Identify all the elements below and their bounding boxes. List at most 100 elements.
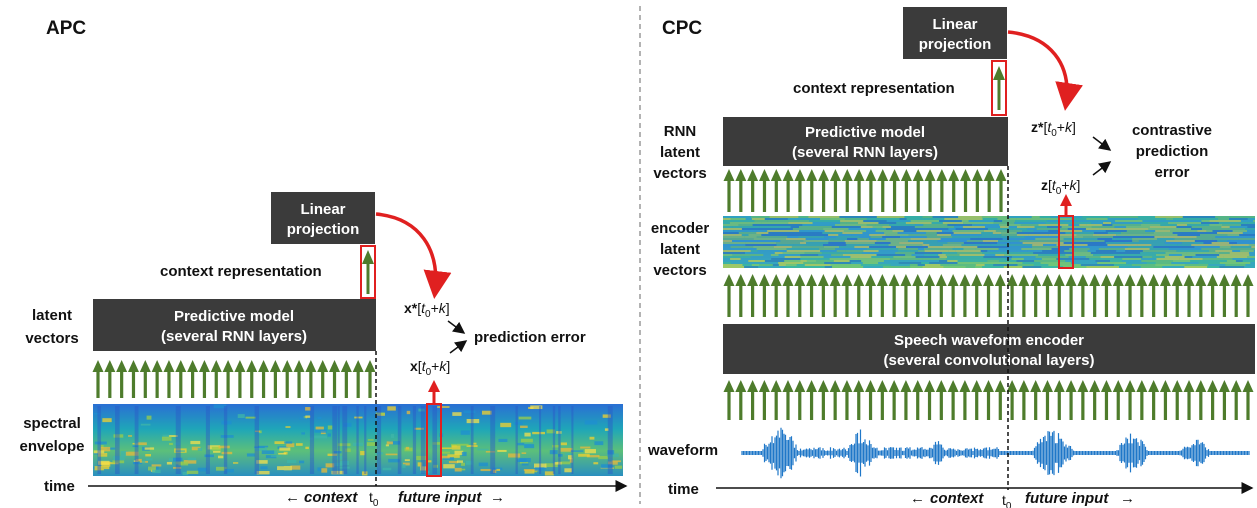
- green-arrow: [1077, 380, 1089, 420]
- cpc-speech-encoder-label-2: (several convolutional layers): [884, 352, 1095, 369]
- cpc-predictive-model-box: [723, 117, 1008, 166]
- apc-predictive-label-1: Predictive model: [174, 308, 294, 325]
- green-arrow: [1065, 380, 1077, 420]
- green-arrow: [947, 380, 959, 420]
- green-arrow: [1218, 380, 1230, 420]
- green-arrow: [1112, 380, 1124, 420]
- apc-context-label: context: [304, 489, 358, 506]
- green-arrow: [971, 169, 983, 212]
- cpc-arrow-from-predicted: [1092, 136, 1112, 151]
- cpc-encoder-label-1: encoder: [651, 220, 710, 237]
- cpc-waveform-signal: [741, 427, 1250, 479]
- apc-t0-label: t0: [369, 489, 379, 508]
- green-arrow: [912, 274, 924, 317]
- cpc-t0-label: t0: [1002, 492, 1012, 508]
- apc-actual-target: x[t0+k]: [410, 358, 450, 378]
- green-arrow: [104, 360, 116, 398]
- cpc-contrastive-label-1: contrastive: [1132, 122, 1212, 139]
- cpc-predicted-target: z*[t0+k]: [1031, 119, 1076, 139]
- green-arrow: [269, 360, 281, 398]
- cpc-target-arrow: [1060, 194, 1072, 216]
- green-arrow: [853, 380, 865, 420]
- green-arrow: [794, 380, 806, 420]
- green-arrow: [924, 274, 936, 317]
- cpc-rnn-input-arrows: [723, 169, 1007, 212]
- apc-arrow-from-actual: [449, 340, 468, 354]
- green-arrow: [187, 360, 199, 398]
- cpc-linear-projection-box: [903, 7, 1007, 59]
- green-arrow: [935, 380, 947, 420]
- cpc-context-representation-label: context representation: [793, 80, 955, 97]
- green-arrow: [841, 169, 853, 212]
- green-arrow: [960, 169, 972, 212]
- green-arrow: [1171, 274, 1183, 317]
- green-arrow: [281, 360, 293, 398]
- green-arrow: [1053, 274, 1065, 317]
- green-arrow: [723, 380, 735, 420]
- green-arrow: [994, 380, 1006, 420]
- green-arrow: [758, 380, 770, 420]
- green-arrow: [829, 380, 841, 420]
- green-arrow: [1006, 274, 1018, 317]
- green-arrow: [900, 169, 912, 212]
- green-arrow: [1124, 380, 1136, 420]
- cpc-time-label: time: [668, 481, 699, 498]
- green-arrow: [1195, 380, 1207, 420]
- cpc-arrow-from-actual: [1092, 161, 1112, 176]
- green-arrow: [1148, 274, 1160, 317]
- cpc-context-left-arrow: ←: [910, 490, 925, 507]
- apc-linear-label-2: projection: [287, 221, 360, 238]
- cpc-context-highlight: [991, 60, 1007, 116]
- green-arrow: [317, 360, 329, 398]
- green-arrow: [1230, 274, 1242, 317]
- green-arrow: [163, 360, 175, 398]
- green-arrow: [222, 360, 234, 398]
- apc-spectral-label-2: envelope: [19, 438, 84, 455]
- green-arrow: [1171, 380, 1183, 420]
- green-arrow: [305, 360, 317, 398]
- apc-context-representation-label: context representation: [160, 263, 322, 280]
- green-arrow: [876, 380, 888, 420]
- green-arrow: [1018, 380, 1030, 420]
- apc-input-arrows: [92, 360, 376, 398]
- green-arrow: [947, 274, 959, 317]
- green-arrow: [924, 169, 936, 212]
- apc-future-right-arrow: →: [490, 489, 505, 506]
- green-arrow: [364, 360, 376, 398]
- green-arrow: [936, 169, 948, 212]
- cpc-actual-target: z[t0+k]: [1041, 177, 1080, 197]
- cpc-context-label: context: [930, 490, 984, 507]
- green-arrow: [889, 169, 901, 212]
- green-arrow: [853, 274, 865, 317]
- green-arrow: [198, 360, 210, 398]
- green-arrow: [735, 274, 747, 317]
- green-arrow: [770, 169, 782, 212]
- apc-context-arrow: [362, 250, 374, 294]
- apc-future-input-label: future input: [398, 489, 482, 506]
- green-arrow: [1030, 274, 1042, 317]
- green-arrow: [747, 169, 759, 212]
- green-arrow: [841, 380, 853, 420]
- green-arrow: [829, 169, 841, 212]
- green-arrow: [806, 169, 818, 212]
- green-arrow: [876, 274, 888, 317]
- cpc-rnn-label-3: vectors: [653, 165, 706, 182]
- green-arrow: [1242, 380, 1254, 420]
- cpc-rnn-label-2: latent: [660, 144, 700, 161]
- apc-context-highlight: [360, 245, 376, 299]
- green-arrow: [151, 360, 163, 398]
- green-arrow: [1053, 380, 1065, 420]
- apc-target-arrow: [428, 380, 440, 404]
- apc-spectral-label-1: spectral: [23, 415, 81, 432]
- green-arrow: [723, 274, 735, 317]
- green-arrow: [782, 380, 794, 420]
- green-arrow: [912, 380, 924, 420]
- green-arrow: [888, 274, 900, 317]
- green-arrow: [747, 274, 759, 317]
- green-arrow: [1041, 380, 1053, 420]
- cpc-context-arrow: [993, 66, 1005, 110]
- green-arrow: [1159, 380, 1171, 420]
- green-arrow: [841, 274, 853, 317]
- cpc-linear-label-1: Linear: [932, 16, 977, 33]
- cpc-predictive-label-2: (several RNN layers): [792, 144, 938, 161]
